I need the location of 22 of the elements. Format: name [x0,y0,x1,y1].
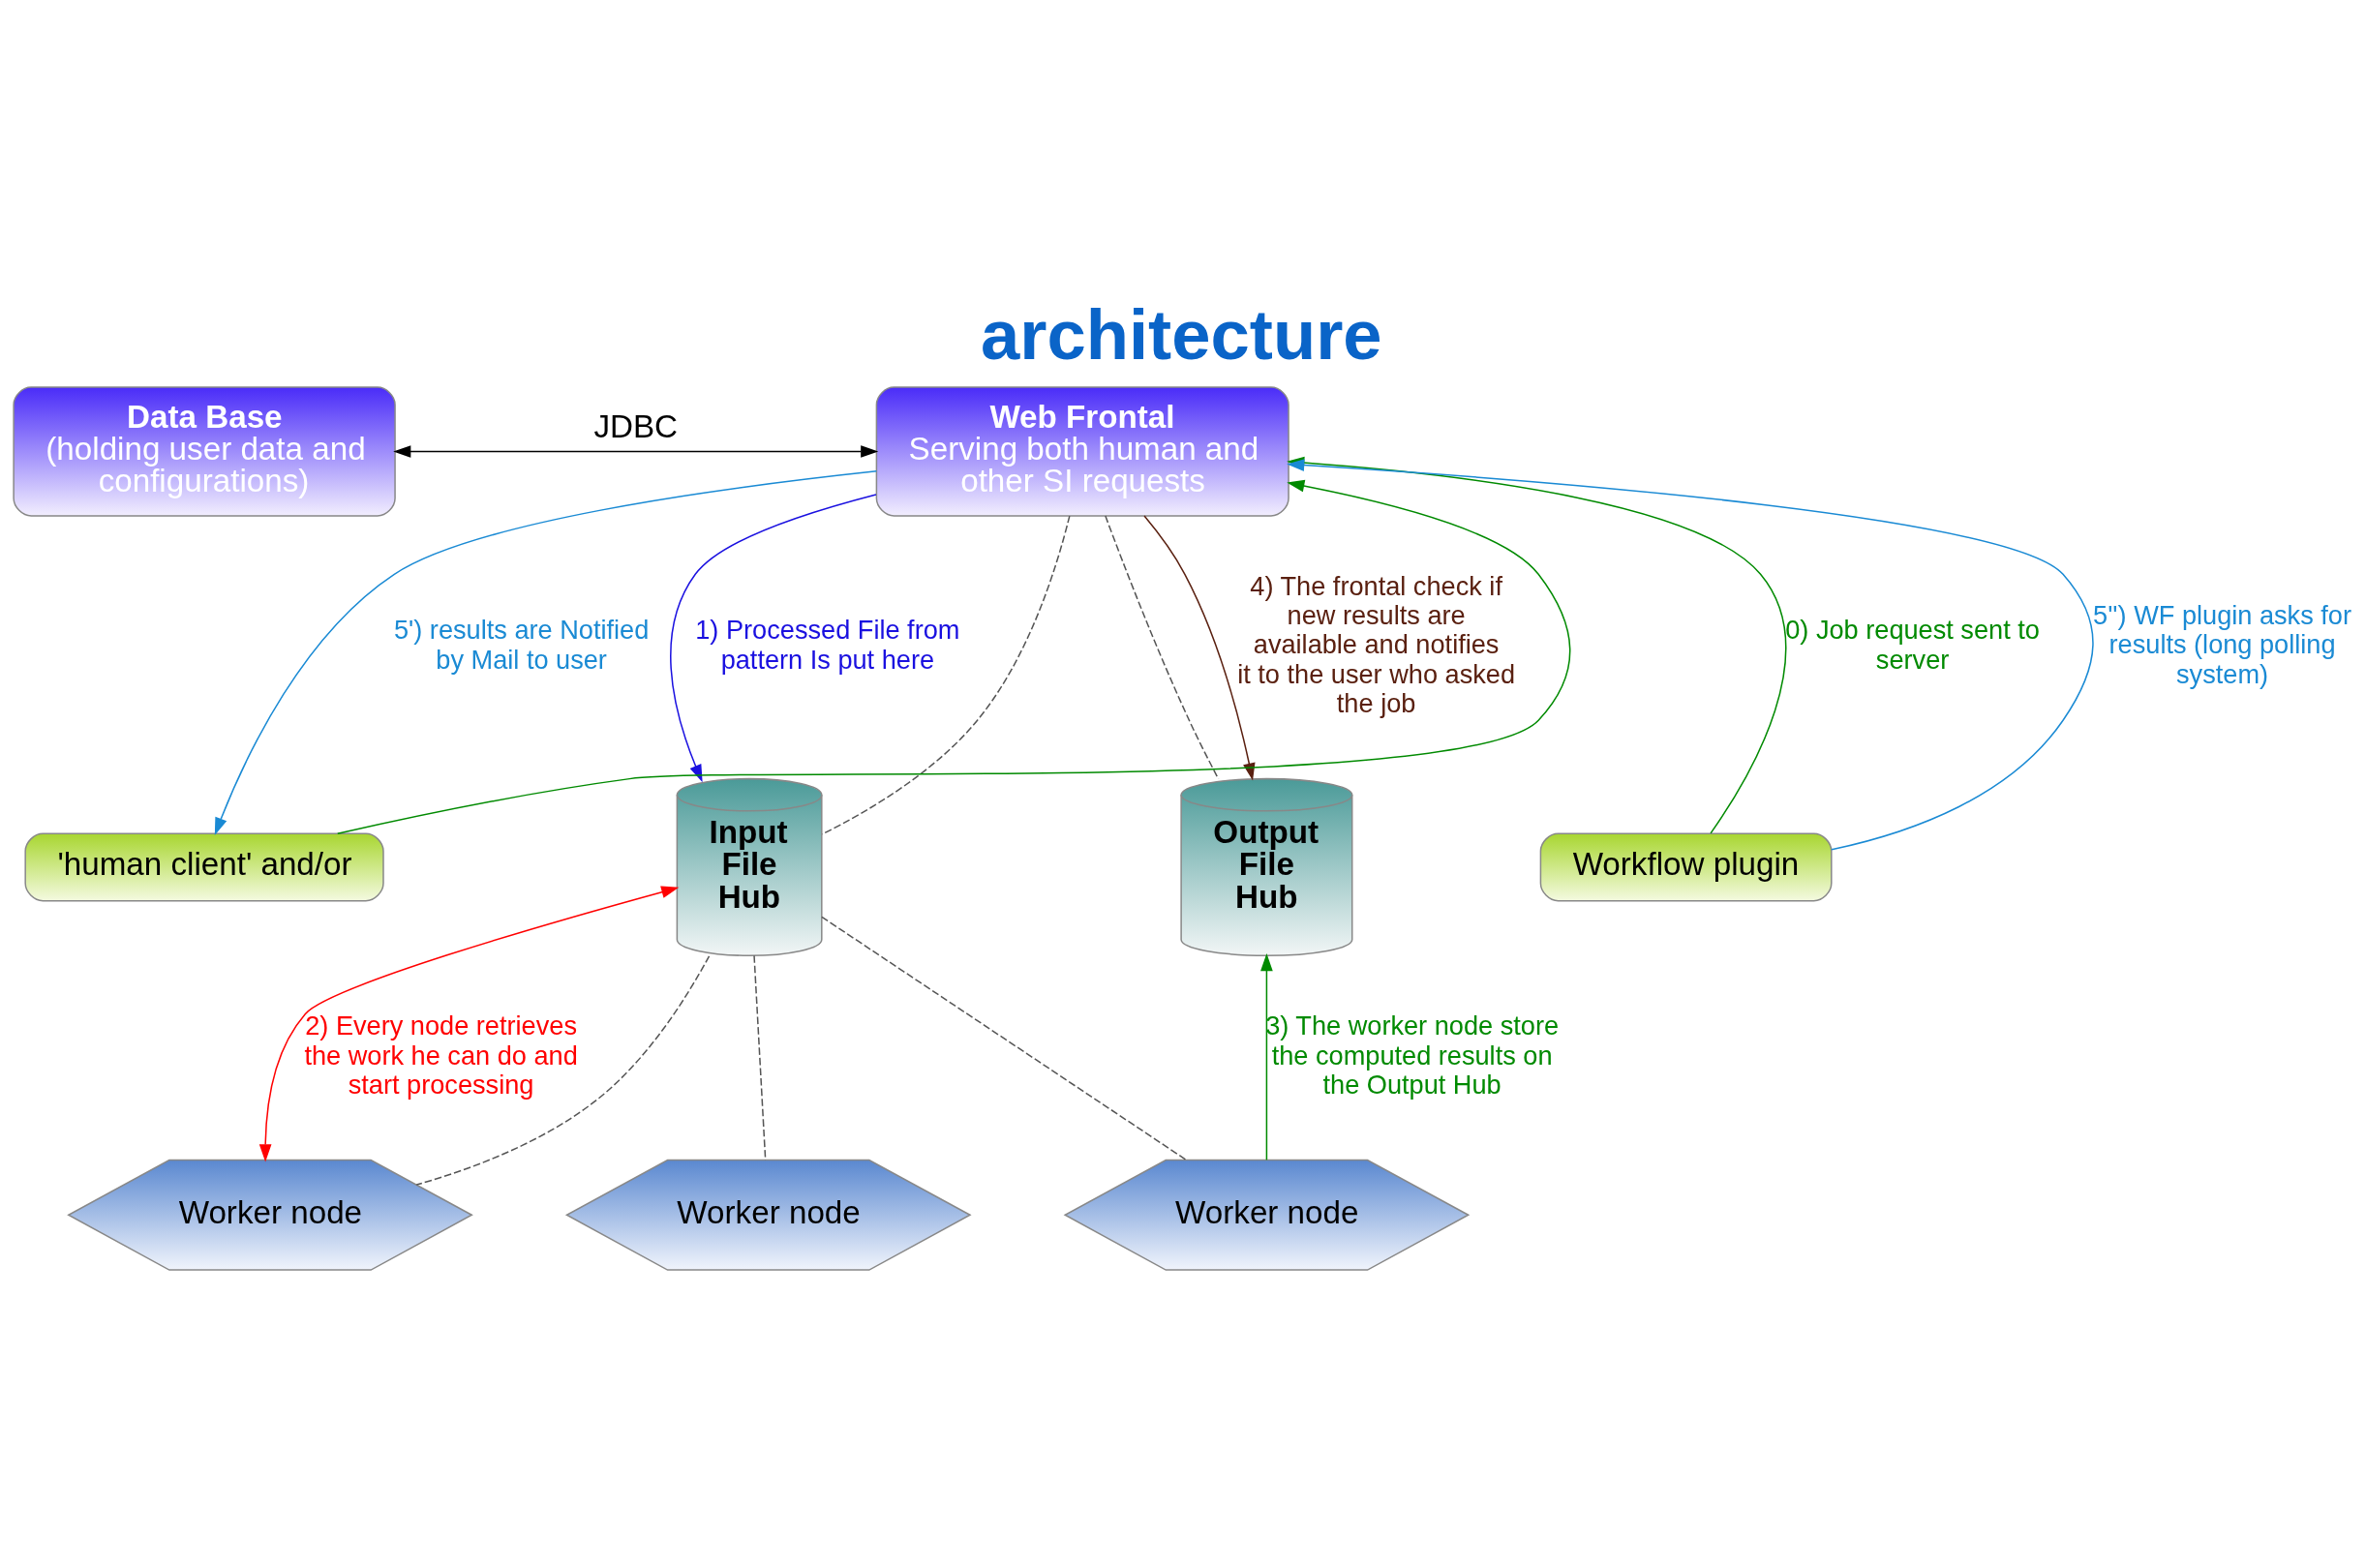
edge-label: 0) Job request sent to server [1785,615,2040,675]
edge-label: 3) The worker node store the computed results on the Output Hub [1265,1010,1560,1100]
edge-label: 1) Processed File from pattern Is put here [695,615,960,675]
node-box: Data Base (holding user data and configurations) [13,386,396,517]
edge-label: 5'') WF plugin asks for results (long polling system) [2093,600,2352,689]
arrow [1287,459,2094,851]
arrow [214,470,878,835]
arrow [1260,953,1273,1161]
node-box: 'human client' and/or [24,832,384,902]
edge-label: 5') results are Notified by Mail to user [393,615,650,675]
arrow [337,479,1571,834]
arrow [258,886,680,1162]
diagram-title: architecture [980,294,1382,374]
arrow [670,494,877,783]
connector [821,916,1188,1161]
node-box: Web Frontal Serving both human and other SI requests [875,386,1289,517]
connector [415,955,711,1186]
edge-label: 2) Every node retrieves the work he can do and start processing [304,1010,578,1100]
edge-label: JDBC [593,408,679,445]
arrow [393,445,879,458]
edge-label: 4) The frontal check if new results are available and notifies it to the user who asked the job [1237,571,1516,718]
node-box: Workflow plugin [1539,832,1833,902]
